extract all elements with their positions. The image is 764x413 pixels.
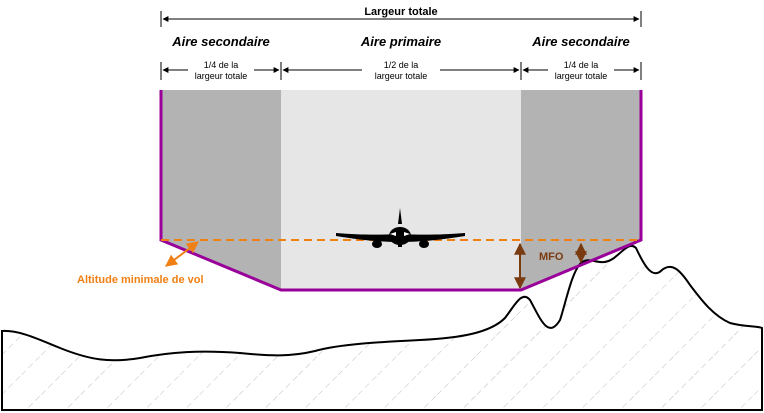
center-fraction-line2: largeur totale [375, 71, 428, 81]
right-fraction-line1: 1/4 de la [564, 60, 599, 70]
protection-boundary [159, 90, 643, 292]
total-width-label: Largeur totale [364, 6, 437, 18]
altitude-pointer-arrow [165, 241, 199, 267]
right-fraction-line2: largeur totale [555, 71, 608, 81]
terrain [1, 244, 763, 411]
left-fraction-line2: largeur totale [195, 71, 248, 81]
left-fraction-line1: 1/4 de la [204, 60, 239, 70]
minimum-altitude-label: Altitude minimale de vol [77, 274, 204, 286]
airplane-icon [336, 208, 465, 248]
total-width-dimension [160, 11, 642, 27]
primary-area-label: Aire primaire [360, 34, 441, 49]
secondary-area-right-label: Aire secondaire [531, 34, 630, 49]
secondary-area-left [161, 90, 281, 290]
secondary-area-left-label: Aire secondaire [171, 34, 270, 49]
mfo-label: MFO [539, 251, 564, 263]
primary-area [281, 90, 521, 290]
center-fraction-line1: 1/2 de la [384, 60, 419, 70]
